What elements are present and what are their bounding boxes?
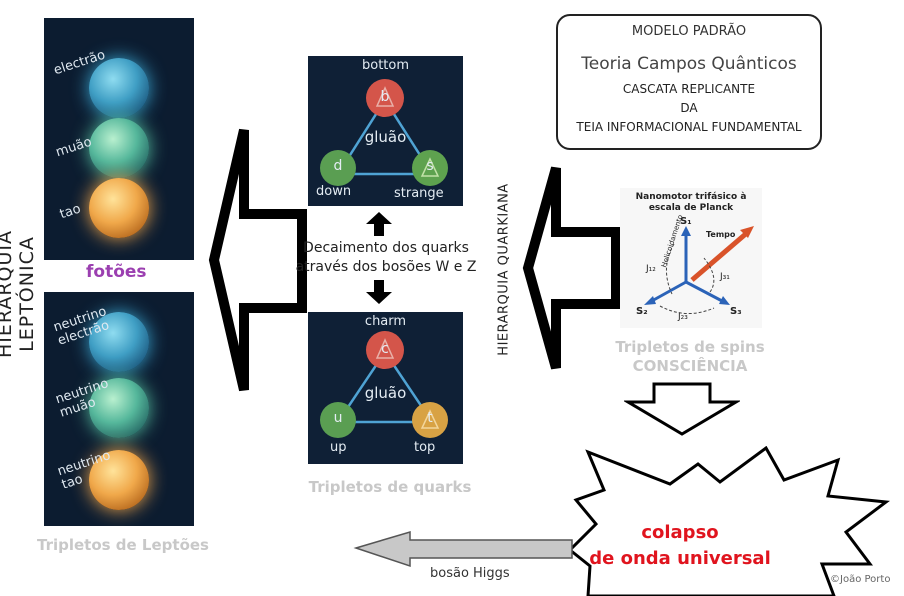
neutrino-muon-orb: [89, 378, 149, 438]
cascata-replicante: CASCATA REPLICANTE: [622, 82, 756, 96]
teoria-campos-quanticos: Teoria Campos Quânticos: [581, 54, 797, 74]
quark-charm-label: charm: [364, 314, 407, 329]
tau-label: tao: [58, 201, 83, 223]
modelo-da: DA: [680, 101, 698, 115]
arrow-down-icon: [366, 280, 392, 304]
quark-down-label: down: [316, 184, 352, 199]
gluon-label-top: gluão: [364, 128, 407, 146]
lepton-panel-bottom: neutrino electrão neutrino muão neutrino…: [44, 292, 194, 526]
hollow-down-arrow: [624, 382, 740, 436]
tripletos-leptoes-caption: Tripletos de Leptões: [37, 536, 209, 554]
hollow-left-arrow-1: [208, 128, 307, 392]
electron-orb: [89, 58, 149, 118]
quark-d-letter: d: [333, 158, 343, 174]
j31-label: J₃₁: [720, 272, 730, 282]
colapso-starburst: [570, 446, 890, 596]
spin-title-2: escala de Planck: [648, 203, 734, 213]
modelo-padrao-title: MODELO PADRÃO: [631, 24, 747, 39]
consciencia-caption: CONSCIÊNCIA: [632, 357, 748, 375]
quark-c-letter: c: [381, 341, 389, 357]
arrow-up-icon: [366, 212, 392, 236]
quark-bottom-label: bottom: [361, 58, 410, 73]
muon-orb: [89, 118, 149, 178]
neutrino-electron-orb: [89, 312, 149, 372]
quark-b-letter: b: [380, 89, 390, 105]
decay-text-line1: Decaimento dos quarks: [303, 240, 469, 256]
colapso-line1: colapso: [641, 522, 719, 543]
j23-label: J₂₃: [678, 312, 688, 322]
bosao-higgs-label: bosão Higgs: [430, 566, 510, 581]
hierarquia-quarkiana-label: HIERARQUIA QUARKIANA: [496, 183, 512, 356]
muon-label: muão: [54, 134, 94, 161]
quark-s-letter: s: [426, 158, 434, 174]
j12-label: J₁₂: [646, 264, 656, 274]
tau-orb: [89, 178, 149, 238]
s3-label: S₃: [730, 306, 742, 317]
tripletos-spins-caption: Tripletos de spins: [615, 338, 765, 356]
lepton-panel-top: electrão muão tao: [44, 18, 194, 260]
s2-label: S₂: [636, 306, 648, 317]
quark-top-label: top: [414, 440, 436, 455]
spin-title-1: Nanomotor trifásico à: [635, 192, 747, 202]
s1-label: S₁: [680, 216, 692, 227]
colapso-line2: de onda universal: [589, 548, 771, 569]
decay-text-line2: através dos bosões W e Z: [295, 259, 477, 275]
modelo-padrao-box: MODELO PADRÃO Teoria Campos Quânticos CA…: [556, 14, 822, 150]
hollow-left-arrow-2: [522, 166, 621, 370]
fotoes-label: fotões: [86, 262, 147, 282]
higgs-arrow: [353, 530, 573, 568]
spin-diagram: Nanomotor trifásico à escala de Planck S…: [620, 188, 762, 328]
copyright-label: ©João Porto: [830, 574, 891, 585]
tempo-label: Tempo: [706, 230, 736, 239]
quark-t-letter: t: [427, 410, 433, 426]
hierarquia-leptonica-label: HIERARQUIA LEPTÓNICA: [0, 230, 38, 358]
tripletos-quarks-caption: Tripletos de quarks: [308, 478, 472, 496]
neutrino-tau-orb: [89, 450, 149, 510]
quark-strange-label: strange: [394, 186, 444, 201]
quark-panel-bottom: charm c gluão u t up top: [308, 312, 463, 464]
quark-u-letter: u: [333, 410, 343, 426]
quark-up-label: up: [330, 440, 347, 455]
gluon-label-bottom: gluão: [364, 384, 407, 402]
teia-informacional: TEIA INFORMACIONAL FUNDAMENTAL: [576, 120, 802, 134]
quark-panel-top: bottom b gluão d s down strange: [308, 56, 463, 206]
